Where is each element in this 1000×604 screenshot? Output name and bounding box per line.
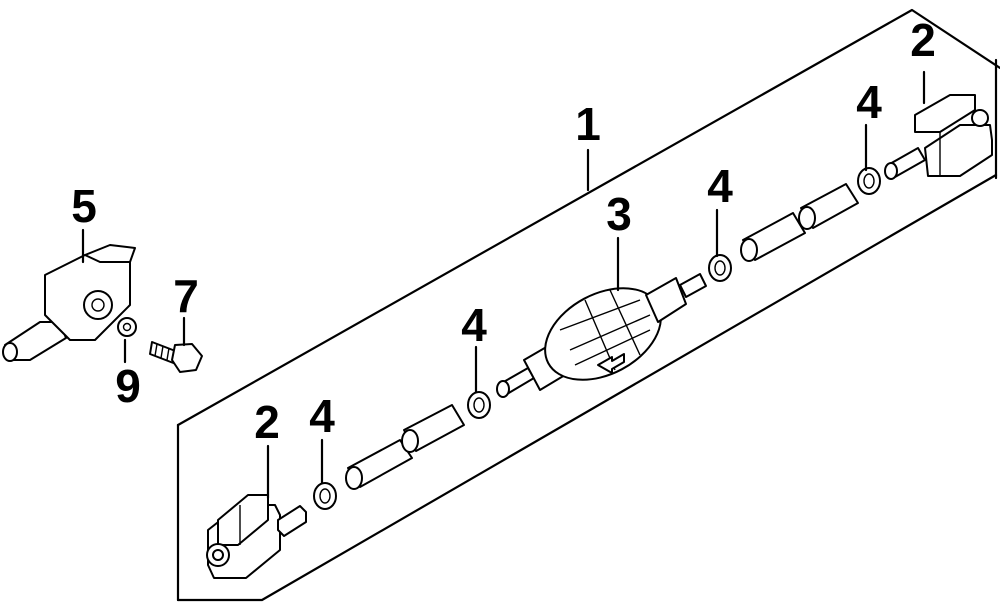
hose-bottom: [345, 404, 465, 490]
callout-2-top: 2: [910, 14, 936, 66]
clamp-3: [708, 254, 732, 282]
callout-4-a: 4: [309, 390, 335, 442]
callout-4-b: 4: [461, 299, 487, 351]
connector-top: [884, 94, 993, 180]
washer: [117, 317, 137, 337]
callout-7: 7: [173, 270, 199, 322]
leader-lines: [81, 70, 926, 500]
callout-4-d: 4: [856, 76, 882, 128]
assembly-frame: [176, 8, 1000, 602]
bolt: [149, 341, 203, 373]
connector-bottom: [206, 494, 307, 579]
fuel-valve: [2, 244, 136, 362]
hose-top: [740, 183, 859, 262]
primer-bulb: [496, 273, 707, 398]
callout-2-bottom: 2: [254, 396, 280, 448]
callout-9: 9: [115, 360, 141, 412]
clamp-1: [313, 482, 337, 510]
clamp-4: [857, 167, 881, 195]
callout-1: 1: [575, 98, 601, 150]
callout-3: 3: [606, 188, 632, 240]
fuel-line-assembly: [206, 94, 993, 579]
callout-5: 5: [71, 180, 97, 232]
callout-labels: 1 2 4 4 3 5 7 9 4 2 4: [71, 14, 936, 448]
callout-4-c: 4: [707, 160, 733, 212]
clamp-2: [467, 391, 491, 419]
